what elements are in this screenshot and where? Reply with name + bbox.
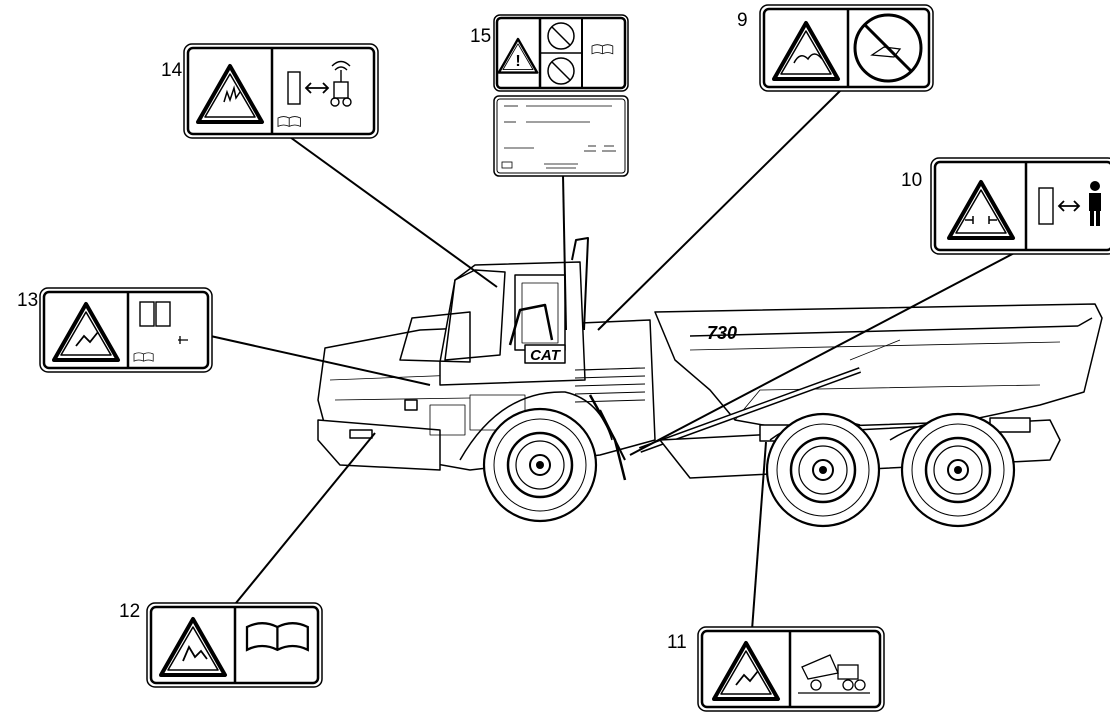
callout-9: 9 xyxy=(737,10,748,31)
front-bumper xyxy=(317,419,441,471)
leader-lines xyxy=(205,87,1021,631)
crush-icon xyxy=(735,670,759,686)
decal-10 xyxy=(930,157,1110,255)
crush-icon xyxy=(965,216,997,224)
callout-14: 14 xyxy=(161,60,183,81)
callout-10: 10 xyxy=(901,170,922,191)
distance-arrow-icon xyxy=(304,82,330,94)
rear-wheel-2 xyxy=(900,412,1016,528)
rear-wheel-1 xyxy=(765,412,881,528)
latch-icon xyxy=(178,336,188,344)
prohibition-icon xyxy=(547,22,575,85)
brand-text: CAT xyxy=(530,347,562,364)
callout-15: 15 xyxy=(470,26,491,47)
open-book-icon xyxy=(133,352,154,362)
card-icon xyxy=(287,71,301,105)
hot-fluid-icon xyxy=(793,53,823,64)
open-book-icon xyxy=(591,44,614,55)
callout-12: 12 xyxy=(119,601,140,622)
front-wheel xyxy=(482,407,598,523)
decal-9 xyxy=(759,4,934,92)
card-icon xyxy=(1038,187,1054,225)
decal-15: ! xyxy=(493,14,629,92)
prohibition-icon xyxy=(853,13,923,83)
open-book-icon xyxy=(245,622,309,651)
decal-12 xyxy=(146,602,323,688)
callout-13: 13 xyxy=(17,290,38,311)
explosion-icon xyxy=(223,85,241,103)
svg-text:!: ! xyxy=(515,53,520,70)
decal-13 xyxy=(39,287,213,373)
decal-11 xyxy=(697,626,885,712)
model-text: 730 xyxy=(707,323,737,343)
cab xyxy=(439,261,586,386)
door-icon xyxy=(139,301,171,327)
callout-11: 11 xyxy=(667,632,687,653)
info-plate xyxy=(493,95,629,177)
person-icon xyxy=(1089,181,1101,226)
open-book-icon xyxy=(277,116,301,127)
battery-hazard-icon xyxy=(182,645,208,662)
decal-14 xyxy=(183,43,379,139)
fall-hazard-icon xyxy=(75,331,99,347)
radio-remote-icon xyxy=(330,60,352,107)
distance-arrow-icon xyxy=(1057,200,1081,212)
dump-truck-icon xyxy=(798,654,870,694)
